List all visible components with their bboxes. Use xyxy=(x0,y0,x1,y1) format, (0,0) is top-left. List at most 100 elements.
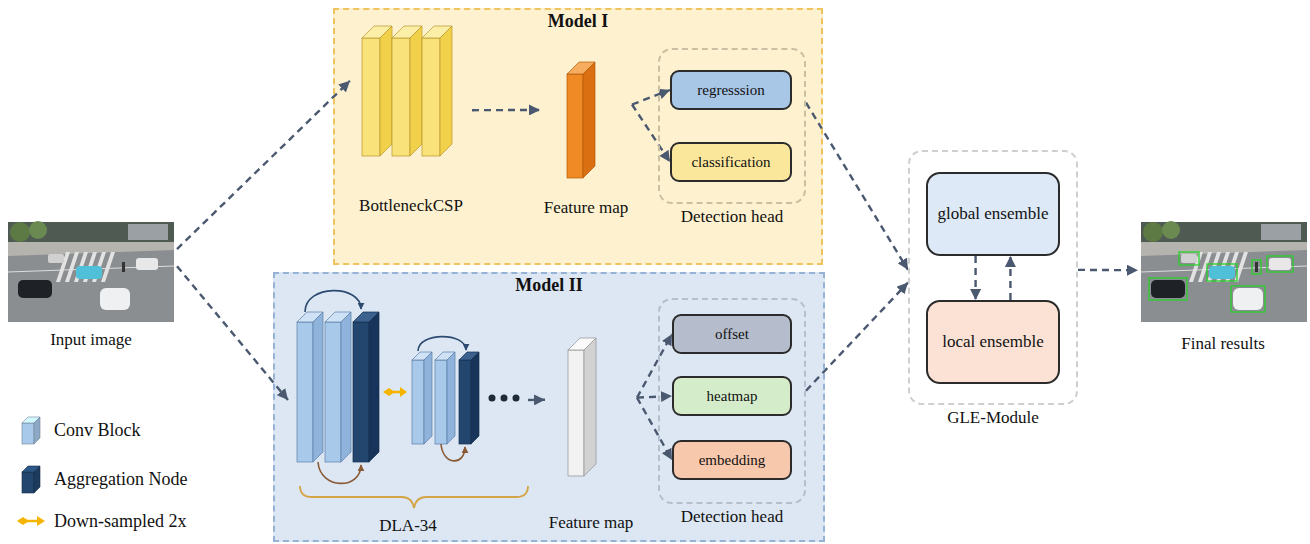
flow-arrow xyxy=(637,398,672,460)
ellipsis-dots xyxy=(489,395,520,402)
ellipsis-dots xyxy=(489,395,496,402)
conv-block xyxy=(435,360,447,444)
aggregation-node xyxy=(471,352,479,444)
flow-arrow xyxy=(637,334,672,398)
detection-box xyxy=(1267,256,1293,272)
detection-box xyxy=(1149,278,1187,300)
csp-block xyxy=(440,26,452,156)
detection-box xyxy=(1149,252,1293,312)
detection-box xyxy=(1207,264,1237,281)
legend-label: Conv Block xyxy=(54,420,141,441)
caption-label: GLE-Module xyxy=(880,408,1106,428)
network-block: Feature map xyxy=(545,330,637,535)
box-label: offset xyxy=(715,325,749,344)
aggregation-node xyxy=(459,360,471,444)
legend-entry: Aggregation Node xyxy=(16,463,187,495)
panel-title: Model I xyxy=(548,10,609,32)
csp-block xyxy=(380,26,392,156)
panel-fill xyxy=(273,272,825,542)
box-label: regresssion xyxy=(697,81,765,100)
module-group: Detection headoffsetheatmapembedding xyxy=(658,298,806,504)
model-panel: Model IBottleneckCSPFeature mapDetection… xyxy=(333,8,823,265)
caption-label: Input image xyxy=(50,330,132,352)
conv-block xyxy=(325,322,341,462)
aggregation-node xyxy=(353,312,379,462)
flow-arrow xyxy=(1078,269,1138,272)
flow-arrow xyxy=(1009,256,1011,300)
model-panel: Model II DLA-34 Feature mapDetection heado… xyxy=(273,272,825,542)
box-label: embedding xyxy=(699,451,766,470)
skip-arc xyxy=(305,291,361,312)
conv-block xyxy=(313,312,323,462)
caption-label: Detection head xyxy=(630,207,834,227)
conv-block xyxy=(297,312,351,462)
result-photo xyxy=(1141,221,1307,322)
feature-map-slab xyxy=(584,338,596,476)
skip-arc xyxy=(418,337,466,351)
feature-map-slab xyxy=(568,350,584,476)
box-label: global ensemble xyxy=(938,203,1049,224)
panel-title: Model II xyxy=(515,274,583,296)
module-group: Detection headregresssionclassification xyxy=(658,48,806,204)
legend-entry: Down-sampled 2x xyxy=(16,505,186,537)
csp-block xyxy=(362,26,452,156)
csp-block xyxy=(410,26,422,156)
conv-block xyxy=(412,352,455,444)
detection-box xyxy=(1252,260,1261,274)
legend-label: Down-sampled 2x xyxy=(54,511,186,532)
flow-arrow xyxy=(177,266,288,400)
aggregation-arc xyxy=(441,444,465,461)
detection-box xyxy=(1231,286,1265,312)
caption-label: Final results xyxy=(1181,334,1265,356)
aggregation-arc xyxy=(318,444,465,483)
downsample-arrow xyxy=(400,387,407,397)
skip-arc xyxy=(305,291,466,351)
flow-arrow xyxy=(806,283,908,391)
process-box: offset xyxy=(672,314,792,354)
conv-block xyxy=(341,312,351,462)
process-box: regresssion xyxy=(670,70,792,110)
flow-arrow xyxy=(177,81,350,249)
box-label: classification xyxy=(691,153,770,172)
network-block: Feature map xyxy=(540,55,632,220)
caption-label: DLA-34 xyxy=(379,516,437,538)
image-node: Input image xyxy=(5,220,177,352)
csp-block xyxy=(392,38,410,156)
feature-map-slab xyxy=(568,338,596,476)
process-box: global ensemble xyxy=(926,172,1060,256)
conv-block xyxy=(412,360,424,444)
caption-label: Detection head xyxy=(630,507,834,527)
legend-swatch xyxy=(16,414,46,446)
aggregation-node xyxy=(353,322,369,462)
legend-swatch xyxy=(34,466,40,493)
process-box: local ensemble xyxy=(926,300,1060,384)
input-photo xyxy=(8,221,174,322)
csp-block xyxy=(362,38,380,156)
feature-map-slab xyxy=(583,62,595,178)
module-group: GLE-Moduleglobal ensemblelocal ensemble xyxy=(908,150,1078,405)
legend-swatch xyxy=(22,472,34,493)
legend-arrow-sample xyxy=(17,517,29,525)
legend-label: Aggregation Node xyxy=(54,469,187,490)
network-block: DLA-34 xyxy=(288,296,528,538)
detection-box xyxy=(1179,252,1199,265)
flow-arrow xyxy=(472,109,540,112)
legend-swatch xyxy=(22,423,34,444)
flow-arrow xyxy=(637,396,672,398)
conv-block xyxy=(297,322,313,462)
span-bracket xyxy=(300,486,528,508)
conv-block xyxy=(424,352,432,444)
caption-label: Feature map xyxy=(544,198,629,220)
flow-arrow xyxy=(632,90,670,105)
ellipsis-dots xyxy=(501,395,508,402)
aggregation-node xyxy=(459,352,479,444)
panel-fill xyxy=(333,8,823,265)
aggregation-arc xyxy=(318,462,361,483)
csp-block xyxy=(422,38,440,156)
flow-arrow xyxy=(632,105,670,163)
box-label: local ensemble xyxy=(942,331,1044,352)
ellipsis-dots xyxy=(513,395,520,402)
flow-arrow xyxy=(974,256,976,300)
